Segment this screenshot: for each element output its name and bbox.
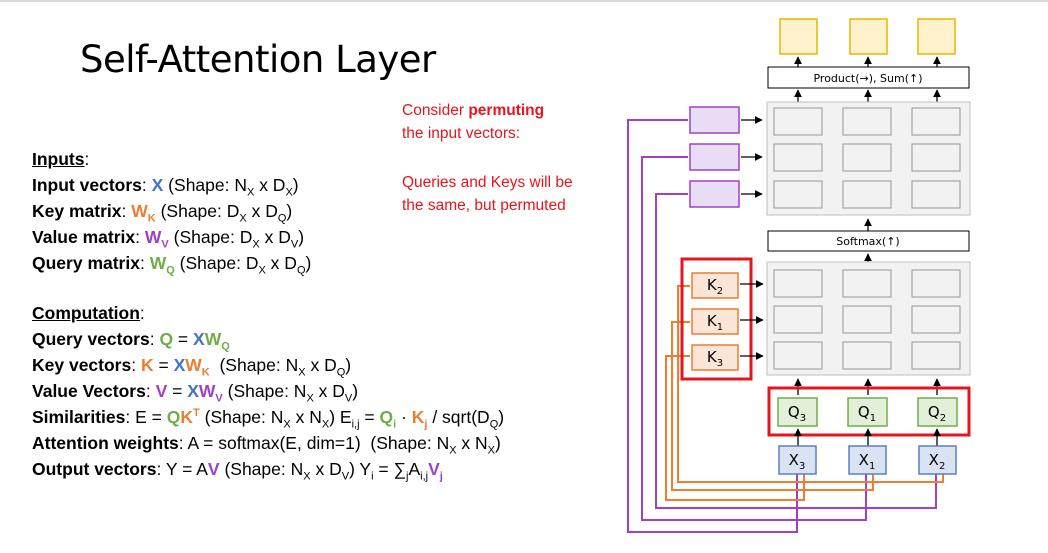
key-box (691, 272, 739, 299)
key-label: K1 (707, 312, 723, 333)
query-label: Q2 (928, 403, 946, 424)
eq-value-vectors: Value Vectors: V = XWV (Shape: NX x DV) (32, 381, 359, 405)
query-label: Q3 (788, 403, 806, 424)
input-label: X1 (859, 451, 876, 472)
note-line-4: the same, but permuted (402, 197, 566, 214)
product-arrows (794, 56, 941, 102)
key-boxes (691, 272, 739, 371)
note-line-1: Consider permuting (402, 102, 545, 119)
equations-panel: Inputs: Input vectors: X (Shape: NX x DX… (32, 146, 504, 482)
note-line-2: the input vectors: (402, 125, 521, 142)
value-box (689, 143, 740, 171)
inputs-heading: Inputs: (32, 149, 90, 169)
eq-query-matrix: Query matrix: WQ (Shape: DX x DQ) (32, 253, 312, 277)
key-label: K2 (707, 276, 723, 297)
key-label: K3 (707, 348, 723, 369)
query-box (777, 397, 818, 427)
eq-input-vectors: Input vectors: X (Shape: NX x DX) (32, 175, 299, 199)
eq-similarities: Similarities: E = QKT (Shape: NX x NX) E… (32, 407, 505, 431)
eq-key-vectors: Key vectors: K = XWK (Shape: NX x DQ) (32, 355, 352, 379)
output-boxes (779, 18, 956, 55)
query-box (847, 397, 888, 427)
input-label: X3 (789, 451, 806, 472)
query-label: Q1 (858, 403, 876, 424)
query-boxes (777, 397, 958, 427)
output-box (917, 18, 956, 55)
note-line-3: Queries and Keys will be (402, 174, 573, 191)
eq-query-vectors: Query vectors: Q = XWQ (32, 329, 230, 353)
eq-attention-weights: Attention weights: A = softmax(E, dim=1)… (32, 433, 501, 457)
similarity-cells (773, 269, 961, 370)
input-box (918, 445, 957, 475)
value-arrows (741, 116, 763, 198)
value-boxes (689, 106, 740, 208)
input-label: X2 (929, 451, 946, 472)
value-box (689, 106, 740, 134)
value-wires (627, 119, 937, 533)
eq-value-matrix: Value matrix: WV (Shape: DX x DV) (32, 227, 305, 251)
keys-highlight (680, 257, 753, 381)
input-boxes (778, 445, 957, 475)
key-box (691, 344, 739, 371)
eq-output-vectors: Output vectors: Y = AV (Shape: NX x DV) … (32, 459, 443, 483)
output-box (779, 18, 818, 55)
top-divider (0, 0, 1048, 2)
input-box (848, 445, 887, 475)
key-box (691, 308, 739, 335)
value-box (689, 180, 740, 208)
input-arrows (794, 428, 941, 446)
eq-key-matrix: Key matrix: WK (Shape: DX x DQ) (32, 201, 293, 225)
output-box (849, 18, 888, 55)
input-box (778, 445, 817, 475)
softmax-label: Softmax(↑) (836, 235, 899, 248)
query-box (917, 397, 958, 427)
slide-title: Self-Attention Layer (80, 38, 436, 81)
product-sum-label: Product(→), Sum(↑) (813, 72, 922, 85)
key-arrows (740, 280, 764, 360)
weights-cells (773, 107, 961, 209)
computation-heading: Computation: (32, 303, 145, 323)
